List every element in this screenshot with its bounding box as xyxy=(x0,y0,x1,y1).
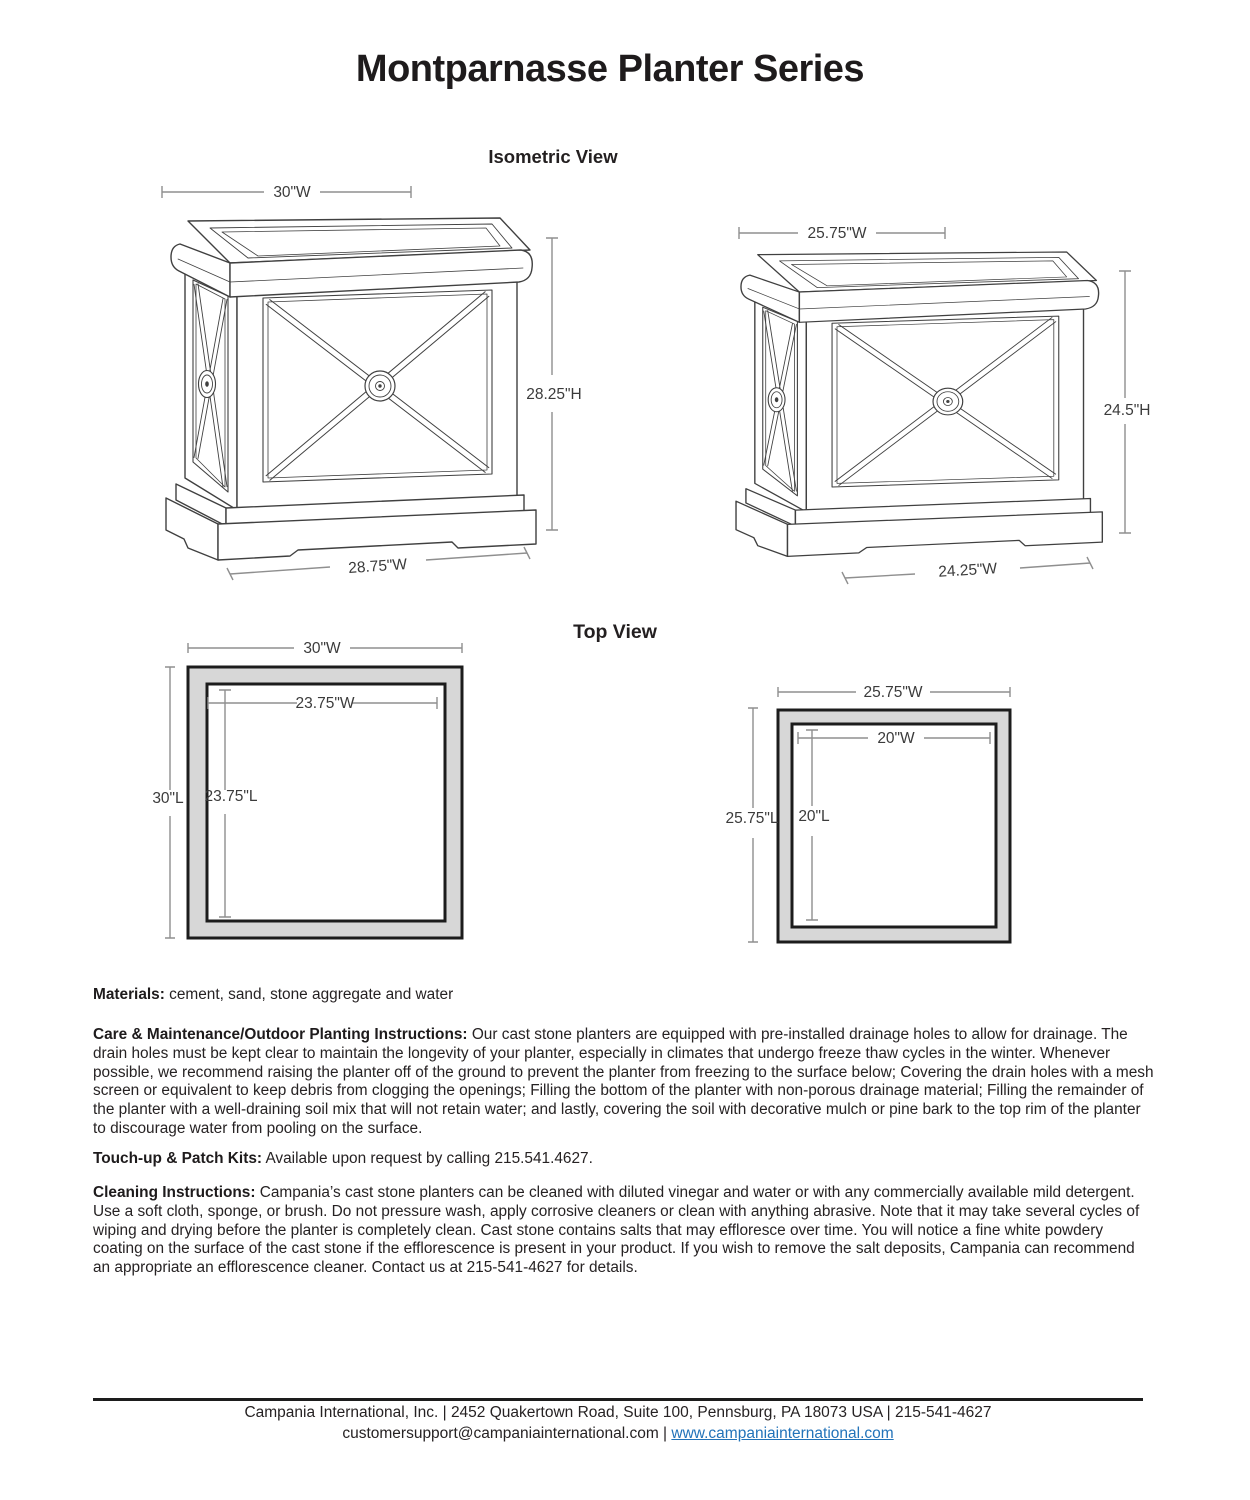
care-maintenance-section: Care & Maintenance/Outdoor Planting Inst… xyxy=(93,1026,1156,1139)
dim-large-topview-outer-length: 30"L xyxy=(152,790,184,807)
isometric-view-heading: Isometric View xyxy=(488,146,618,167)
touchup-label: Touch-up & Patch Kits: xyxy=(93,1150,263,1167)
dim-large-bottom-width: 28.75"W xyxy=(348,556,408,577)
dimensions-large-isometric xyxy=(161,186,558,581)
dim-large-height: 28.25"H xyxy=(526,386,581,403)
footer-separator: | xyxy=(658,1425,672,1442)
dim-small-bottom-width: 24.25"W xyxy=(938,560,998,581)
footer-contact-line: customersupport@campaniainternational.co… xyxy=(93,1425,1143,1443)
cleaning-section: Cleaning Instructions: Campania’s cast s… xyxy=(93,1184,1156,1278)
dim-small-top-width: 25.75"W xyxy=(808,225,867,242)
planter-large-isometric xyxy=(165,217,537,561)
top-view-small: 25.75"W 25.75"L 20"W 20"L xyxy=(726,684,1012,944)
care-maintenance-label: Care & Maintenance/Outdoor Planting Inst… xyxy=(93,1026,468,1043)
technical-drawing: 30"W 28.25"H 28.75"W 25.75"W 24.5"H 24.2… xyxy=(152,184,1151,944)
cleaning-text: Campania’s cast stone planters can be cl… xyxy=(93,1184,1140,1277)
page-title: Montparnasse Planter Series xyxy=(355,48,865,90)
touchup-text: Available upon request by calling 215.54… xyxy=(262,1150,593,1167)
dim-large-topview-inner-width: 23.75"W xyxy=(296,695,355,712)
top-view-heading: Top View xyxy=(573,621,657,643)
dim-large-topview-outer-width: 30"W xyxy=(303,640,341,657)
planter-small-isometric xyxy=(735,251,1104,558)
website-link[interactable]: www.campaniainternational.com xyxy=(671,1425,894,1442)
materials-section: Materials: cement, sand, stone aggregate… xyxy=(93,986,1156,1005)
dim-small-topview-inner-length: 20"L xyxy=(798,808,830,825)
top-view-large: 30"W 30"L 23.75"W 23.75"L xyxy=(152,640,464,940)
dim-large-topview-inner-length: 23.75"L xyxy=(205,788,258,805)
footer-email: customersupport@campaniainternational.co… xyxy=(342,1425,659,1442)
dimensions-small-isometric xyxy=(738,227,1131,585)
dim-small-topview-outer-length: 25.75"L xyxy=(726,810,779,827)
footer-company-info: Campania International, Inc. | 2452 Quak… xyxy=(244,1404,992,1421)
cleaning-label: Cleaning Instructions: xyxy=(93,1184,256,1201)
dim-small-topview-outer-width: 25.75"W xyxy=(864,684,923,701)
materials-text: cement, sand, stone aggregate and water xyxy=(164,986,454,1003)
care-maintenance-text: Our cast stone planters are equipped wit… xyxy=(93,1026,1154,1137)
footer-divider xyxy=(93,1398,1143,1401)
touchup-section: Touch-up & Patch Kits: Available upon re… xyxy=(93,1150,1156,1169)
dim-small-height: 24.5"H xyxy=(1104,402,1151,419)
dim-large-top-width: 30"W xyxy=(273,184,311,201)
footer-address-line: Campania International, Inc. | 2452 Quak… xyxy=(93,1404,1143,1422)
materials-label: Materials: xyxy=(93,986,165,1003)
dim-small-topview-inner-width: 20"W xyxy=(877,730,915,747)
